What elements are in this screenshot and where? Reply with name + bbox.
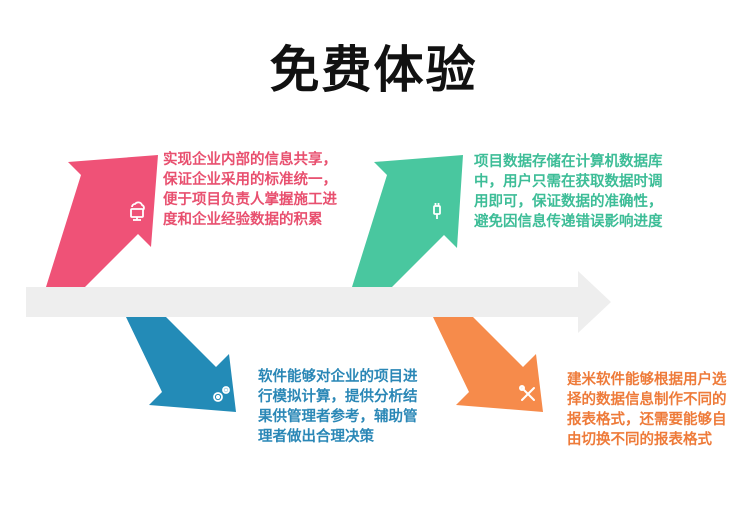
green-arrow-body	[352, 155, 463, 287]
blue-card-text: 软件能够对企业的项目进 行模拟计算，提供分析结 果供管理者参考，辅助管 理者做出…	[258, 369, 418, 445]
orange-arrow-group	[433, 317, 543, 412]
usb-plug-icon	[433, 203, 441, 219]
pink-arrow-body	[46, 155, 158, 287]
orange-arrow-body	[433, 317, 543, 412]
green-arrow-group	[352, 155, 463, 287]
main-arrow	[26, 271, 611, 333]
blue-arrow-body	[126, 317, 236, 412]
orange-card-text: 建米软件能够根据用户选 择的数据信息制作不同的 报表格式，还需要能够自 由切换不…	[567, 372, 727, 448]
blue-arrow-group	[126, 317, 236, 412]
cloud-computer-icon	[130, 201, 145, 221]
pink-arrow-group	[46, 155, 158, 287]
page-title: 免费体验	[269, 41, 478, 99]
green-card-text: 项目数据存储在计算机数据库 中，用户只需在获取数据时调 用即可，保证数据的准确性…	[474, 154, 663, 230]
tools-icon	[519, 385, 535, 401]
pink-card-text: 实现企业内部的信息共享， 保证企业采用的标准统一， 便于项目负责人掌握施工进 度…	[163, 152, 337, 228]
gears-icon	[213, 386, 230, 402]
